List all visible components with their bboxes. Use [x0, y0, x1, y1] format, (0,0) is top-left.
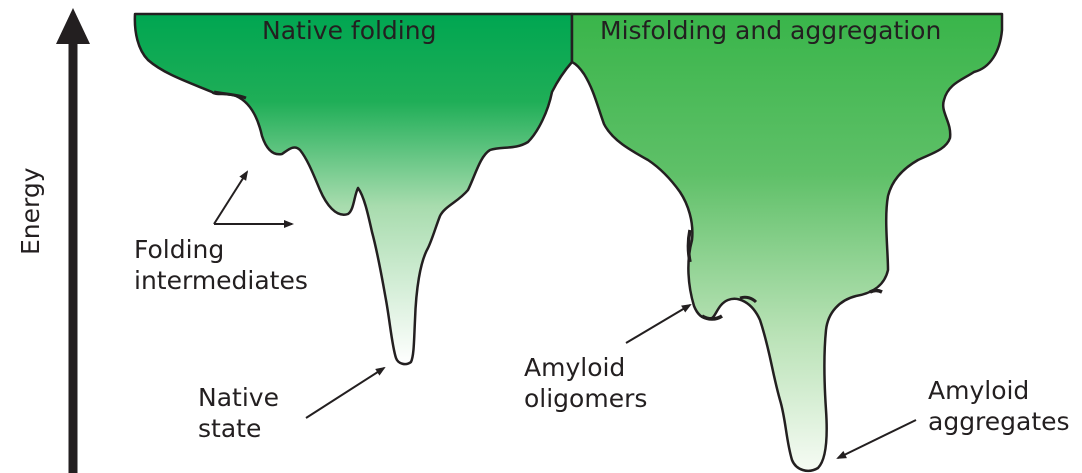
energy-axis-label: Energy	[15, 195, 46, 255]
arrow-native-state	[306, 368, 384, 418]
energy-axis-arrowhead	[56, 8, 90, 44]
amyloid-oligomers-line1: Amyloid	[524, 352, 647, 383]
outline-blob	[689, 230, 691, 262]
amyloid-aggregates-line2: aggregates	[928, 406, 1070, 437]
outline-blob	[870, 291, 882, 293]
folding-intermediates-line2: intermediates	[134, 265, 308, 296]
native-folding-funnel	[135, 14, 572, 364]
amyloid-aggregates-label: Amyloid aggregates	[928, 375, 1070, 437]
amyloid-oligomers-line2: oligomers	[524, 383, 647, 414]
native-state-line1: Native	[198, 382, 279, 413]
amyloid-oligomers-label: Amyloid oligomers	[524, 352, 647, 414]
native-state-label: Native state	[198, 382, 279, 444]
amyloid-aggregates-line1: Amyloid	[928, 375, 1070, 406]
arrow-folding-intermediate-1	[214, 172, 247, 224]
folding-intermediates-label: Folding intermediates	[134, 234, 308, 296]
folding-intermediates-line1: Folding	[134, 234, 308, 265]
arrow-amyloid-aggregates	[838, 420, 916, 458]
native-folding-title: Native folding	[262, 16, 436, 45]
native-state-line2: state	[198, 413, 279, 444]
energy-axis-label-text: Energy	[16, 167, 45, 255]
arrow-amyloid-oligomers	[626, 305, 690, 343]
misfolding-title: Misfolding and aggregation	[600, 16, 941, 45]
